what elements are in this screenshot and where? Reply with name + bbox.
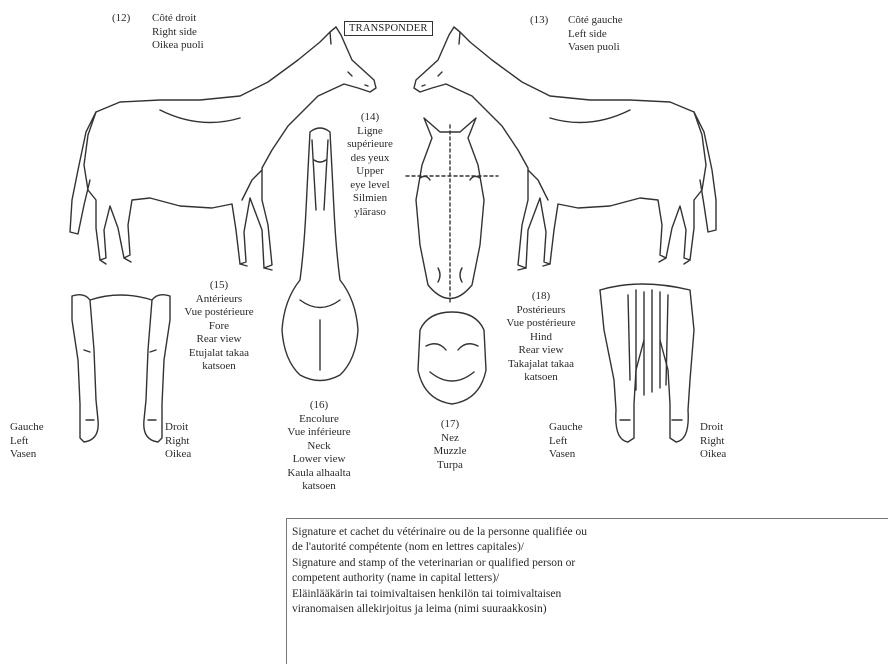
head-front-view-drawing: [406, 118, 498, 305]
fore-legs-rear-view-drawing: [72, 295, 170, 442]
horse-right-side-drawing: [70, 27, 376, 270]
signature-box[interactable]: Signature et cachet du vétérinaire ou de…: [286, 518, 888, 664]
hind-label: (18) Postérieurs Vue postérieure Hind Re…: [496, 290, 586, 385]
hind-left-label: Gauche Left Vasen: [549, 421, 583, 462]
hind-right-label: Droit Right Oikea: [700, 421, 726, 462]
eye-level-label: (14) Ligne supérieure des yeux Upper eye…: [340, 111, 400, 219]
left-side-number: (13): [530, 14, 548, 28]
horse-left-side-drawing: [414, 27, 716, 270]
right-side-number: (12): [112, 12, 130, 26]
muzzle-label: (17) Nez Muzzle Turpa: [420, 418, 480, 472]
muzzle-drawing: [418, 312, 486, 404]
transponder-box: TRANSPONDER: [344, 21, 433, 36]
fore-label: (15) Antérieurs Vue postérieure Fore Rea…: [174, 279, 264, 374]
left-side-label: Côté gauche Left side Vasen puoli: [568, 14, 623, 55]
neck-label: (16) Encolure Vue inférieure Neck Lower …: [274, 399, 364, 494]
fore-right-label: Droit Right Oikea: [165, 421, 191, 462]
signature-instructions: Signature et cachet du vétérinaire ou de…: [292, 525, 587, 617]
fore-left-label: Gauche Left Vasen: [10, 421, 44, 462]
right-side-label: Côté droit Right side Oikea puoli: [152, 12, 204, 53]
hind-legs-rear-view-drawing: [600, 284, 694, 442]
